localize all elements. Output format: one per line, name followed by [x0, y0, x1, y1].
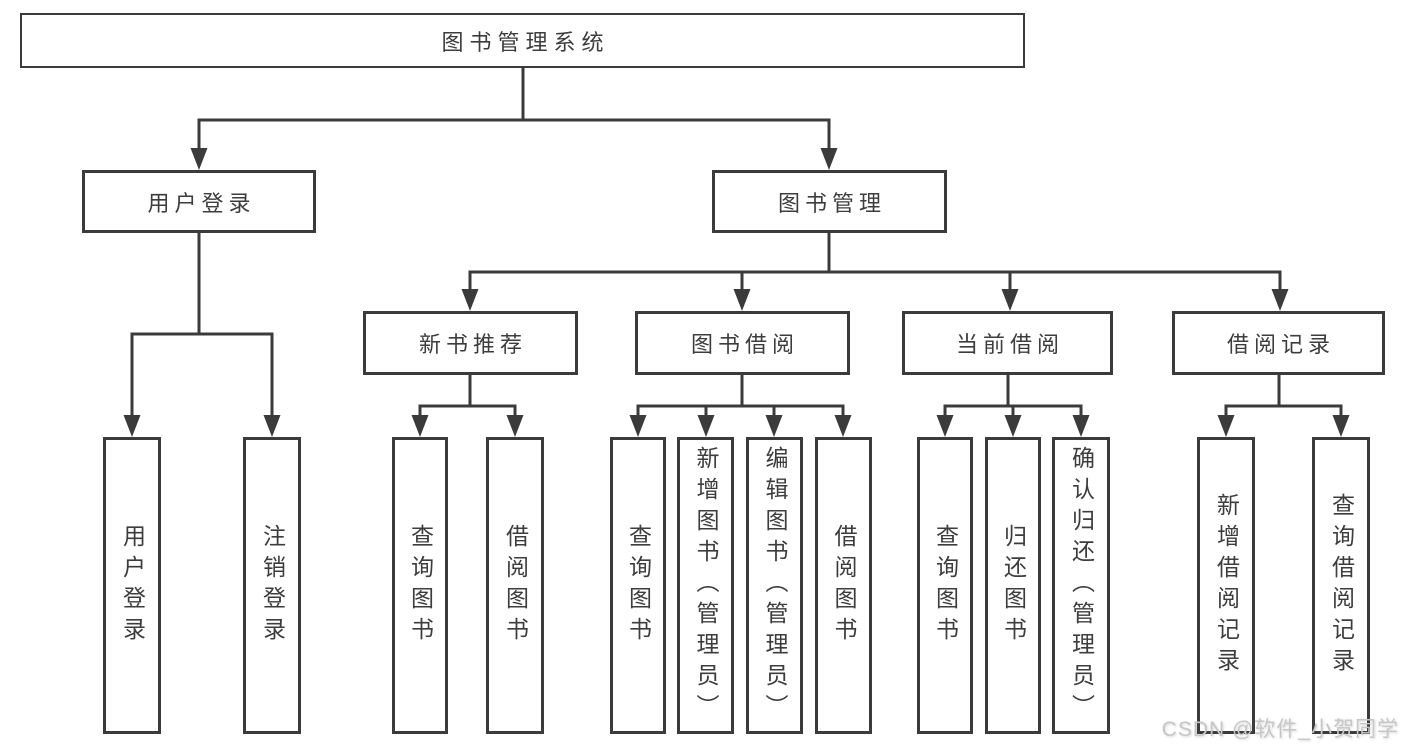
leaf-return-books: 归还图书 [985, 437, 1041, 734]
leaf-edit-books-admin-label: 编辑图书（管理员） [762, 446, 788, 725]
node-book-borrow: 图书借阅 [635, 311, 850, 375]
arrowhead-down [1217, 415, 1235, 437]
arrowhead-down [629, 415, 647, 437]
connector-user-login-to-leaves [123, 233, 281, 437]
arrowhead-down [123, 415, 141, 437]
node-borrow-records: 借阅记录 [1172, 311, 1385, 375]
arrowhead-down [697, 415, 715, 437]
leaf-add-books-admin: 新增图书（管理员） [677, 437, 734, 734]
node-root-system: 图书管理系统 [20, 13, 1025, 68]
leaf-confirm-return-admin-label: 确认归还（管理员） [1068, 446, 1095, 725]
arrowhead-down [936, 415, 954, 437]
arrowhead-down [411, 415, 429, 437]
leaf-query-borrow-record: 查询借阅记录 [1312, 437, 1370, 734]
leaf-query-books-borrow: 查询图书 [610, 437, 666, 734]
node-borrow-records-label: 借阅记录 [1226, 332, 1335, 357]
leaf-user-login-label: 用户登录 [119, 523, 146, 648]
leaf-query-books-current: 查询图书 [917, 437, 973, 734]
node-current-borrow: 当前借阅 [902, 311, 1113, 375]
leaf-borrow-books-rec: 借阅图书 [486, 437, 544, 734]
connector-book-borrow-to-leaves [629, 375, 852, 437]
node-book-borrow-label: 图书借阅 [690, 332, 799, 357]
leaf-query-books-rec: 查询图书 [392, 437, 448, 734]
leaf-add-borrow-record: 新增借阅记录 [1197, 437, 1255, 734]
leaf-query-books-borrow-label: 查询图书 [625, 523, 652, 648]
leaf-query-books-current-label: 查询图书 [932, 523, 959, 648]
node-new-book-rec: 新书推荐 [363, 311, 578, 375]
arrowhead-down [461, 289, 479, 311]
leaf-user-login: 用户登录 [103, 437, 161, 734]
arrowhead-down [506, 415, 524, 437]
csdn-watermark: CSDN @软件_小贺同学 [1161, 718, 1399, 741]
arrowhead-down [733, 289, 751, 311]
leaf-borrow-books-rec-label: 借阅图书 [502, 523, 529, 648]
connector-book-mgmt-to-sections [461, 233, 1289, 311]
node-user-login: 用户登录 [82, 170, 316, 233]
arrowhead-down [1004, 415, 1022, 437]
leaf-query-borrow-record-label: 查询借阅记录 [1328, 492, 1355, 679]
leaf-add-books-admin-label: 新增图书（管理员） [693, 446, 719, 725]
leaf-edit-books-admin: 编辑图书（管理员） [746, 437, 803, 734]
node-new-book-rec-label: 新书推荐 [418, 332, 527, 357]
arrowhead-down [1001, 289, 1019, 311]
leaf-confirm-return-admin: 确认归还（管理员） [1052, 437, 1110, 734]
node-book-mgmt: 图书管理 [712, 170, 947, 233]
arrowhead-down [765, 415, 783, 437]
node-user-login-label: 用户登录 [147, 190, 256, 216]
node-current-borrow-label: 当前借阅 [955, 332, 1064, 357]
arrowhead-down [1271, 289, 1289, 311]
leaf-add-borrow-record-label: 新增借阅记录 [1213, 492, 1240, 679]
arrowhead-down [1332, 415, 1350, 437]
arrowhead-down [190, 148, 208, 170]
leaf-query-books-rec-label: 查询图书 [407, 523, 434, 648]
leaf-logout-label: 注销登录 [259, 523, 286, 648]
connector-current-borrow-to-leaves [936, 375, 1090, 437]
node-root-system-label: 图书管理系统 [441, 29, 610, 55]
connector-new-book-rec-to-leaves [411, 375, 524, 437]
leaf-borrow-books: 借阅图书 [815, 437, 872, 734]
arrowhead-down [263, 415, 281, 437]
node-book-mgmt-label: 图书管理 [777, 190, 886, 216]
leaf-borrow-books-label: 借阅图书 [831, 523, 857, 648]
leaf-logout: 注销登录 [243, 437, 301, 734]
leaf-return-books-label: 归还图书 [1000, 523, 1027, 648]
arrowhead-down [834, 415, 852, 437]
arrowhead-down [820, 148, 838, 170]
connector-borrow-records-to-leaves [1217, 375, 1350, 437]
connector-root-to-level2 [190, 68, 838, 170]
arrowhead-down [1072, 415, 1090, 437]
